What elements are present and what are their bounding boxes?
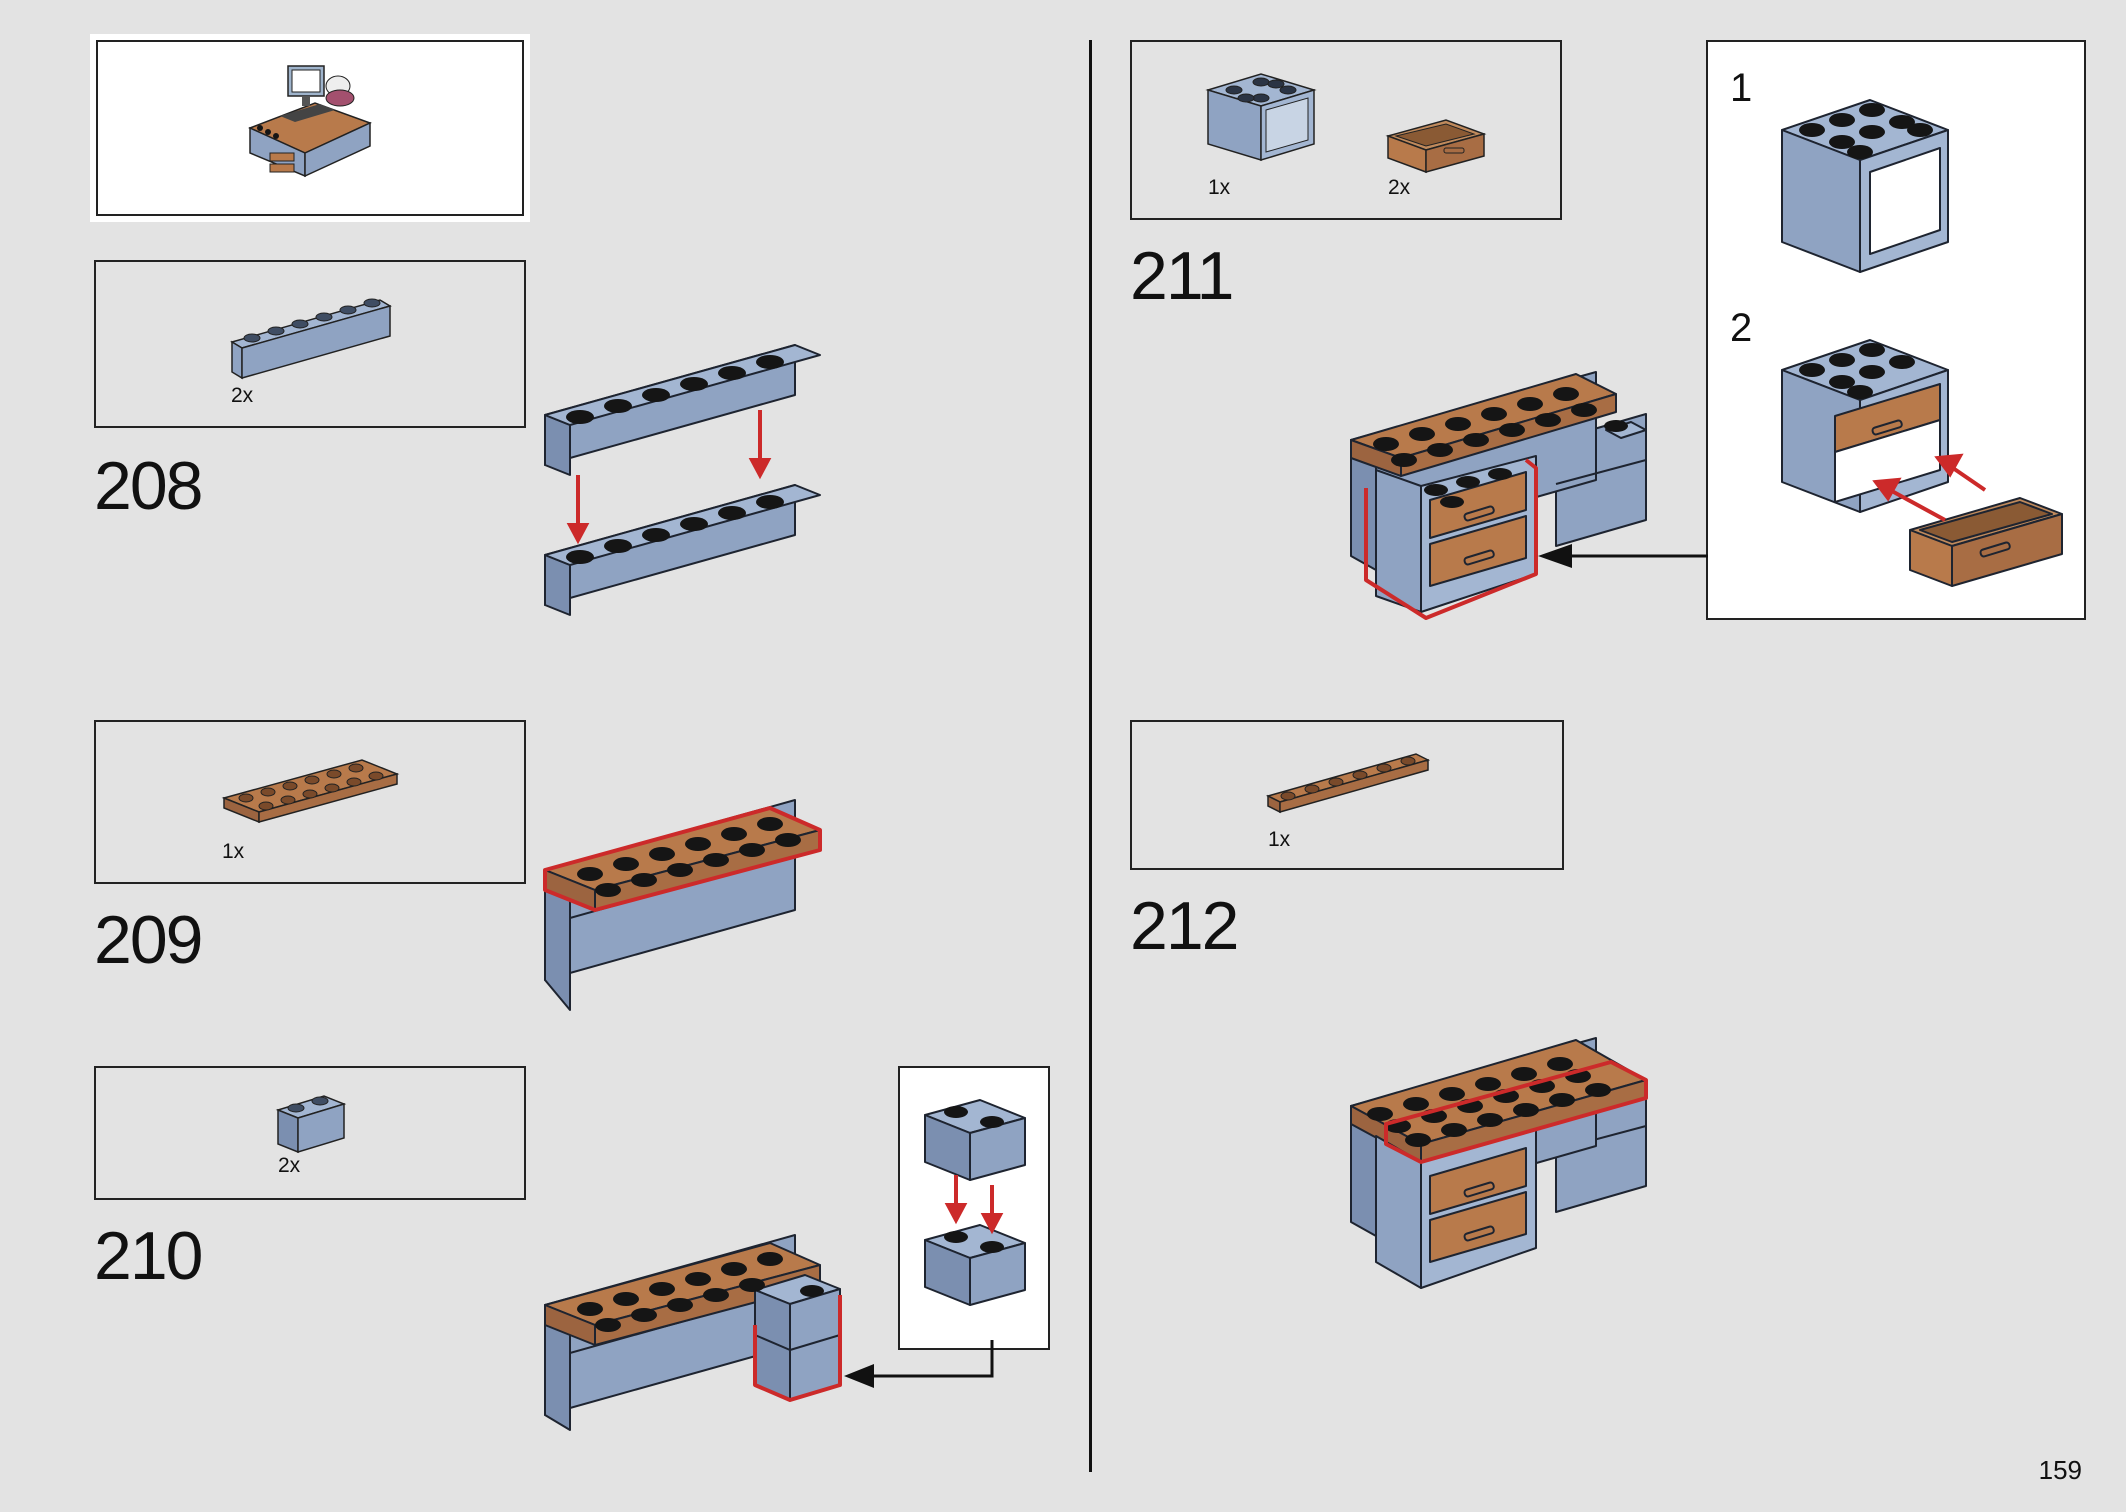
brown-plate-2x6-icon (221, 759, 400, 824)
part-qty: 1x (1268, 828, 1291, 851)
substep-number: 2 (1730, 306, 1753, 350)
subassembly-pointer-arrow (1538, 544, 1708, 568)
part-qty: 2x (231, 384, 254, 407)
part-qty: 1x (222, 840, 245, 863)
light-blue-brick-1x2-icon (275, 1095, 347, 1154)
step-209-build-illustration (543, 799, 822, 1011)
step-212-build-illustration (1350, 1037, 1648, 1289)
drawer-cabinet-icon (1205, 73, 1317, 162)
step-211-build-illustration (1350, 371, 1647, 620)
part-qty: 2x (278, 1154, 301, 1177)
brown-plate-1x6-icon (1265, 753, 1431, 814)
substep-1-cabinet-illustration (1781, 99, 1949, 273)
part-qty: 1x (1208, 176, 1231, 199)
step-208-build-illustration (544, 344, 821, 616)
desk-preview-icon (248, 65, 372, 178)
callout-pointer-arrow (844, 1340, 994, 1388)
step-number: 210 (94, 1218, 203, 1294)
drawer-icon (1385, 119, 1487, 174)
step-210-build-illustration (544, 1234, 842, 1431)
parts-box-step-211 (1130, 40, 1562, 220)
substep-number: 1 (1730, 66, 1753, 110)
step-number: 212 (1130, 888, 1239, 964)
step-number: 211 (1130, 238, 1234, 314)
page-number: 159 (2038, 1455, 2082, 1485)
callout-step-210-illustration (924, 1099, 1026, 1306)
parts-box-step-212 (1130, 720, 1564, 870)
step-number: 208 (94, 448, 203, 524)
substep-2-cabinet-illustration (1781, 339, 2063, 587)
step-number: 209 (94, 902, 203, 978)
light-blue-brick-1x6-icon (230, 298, 392, 380)
part-qty: 2x (1388, 176, 1411, 199)
page-divider (1089, 40, 1092, 1472)
